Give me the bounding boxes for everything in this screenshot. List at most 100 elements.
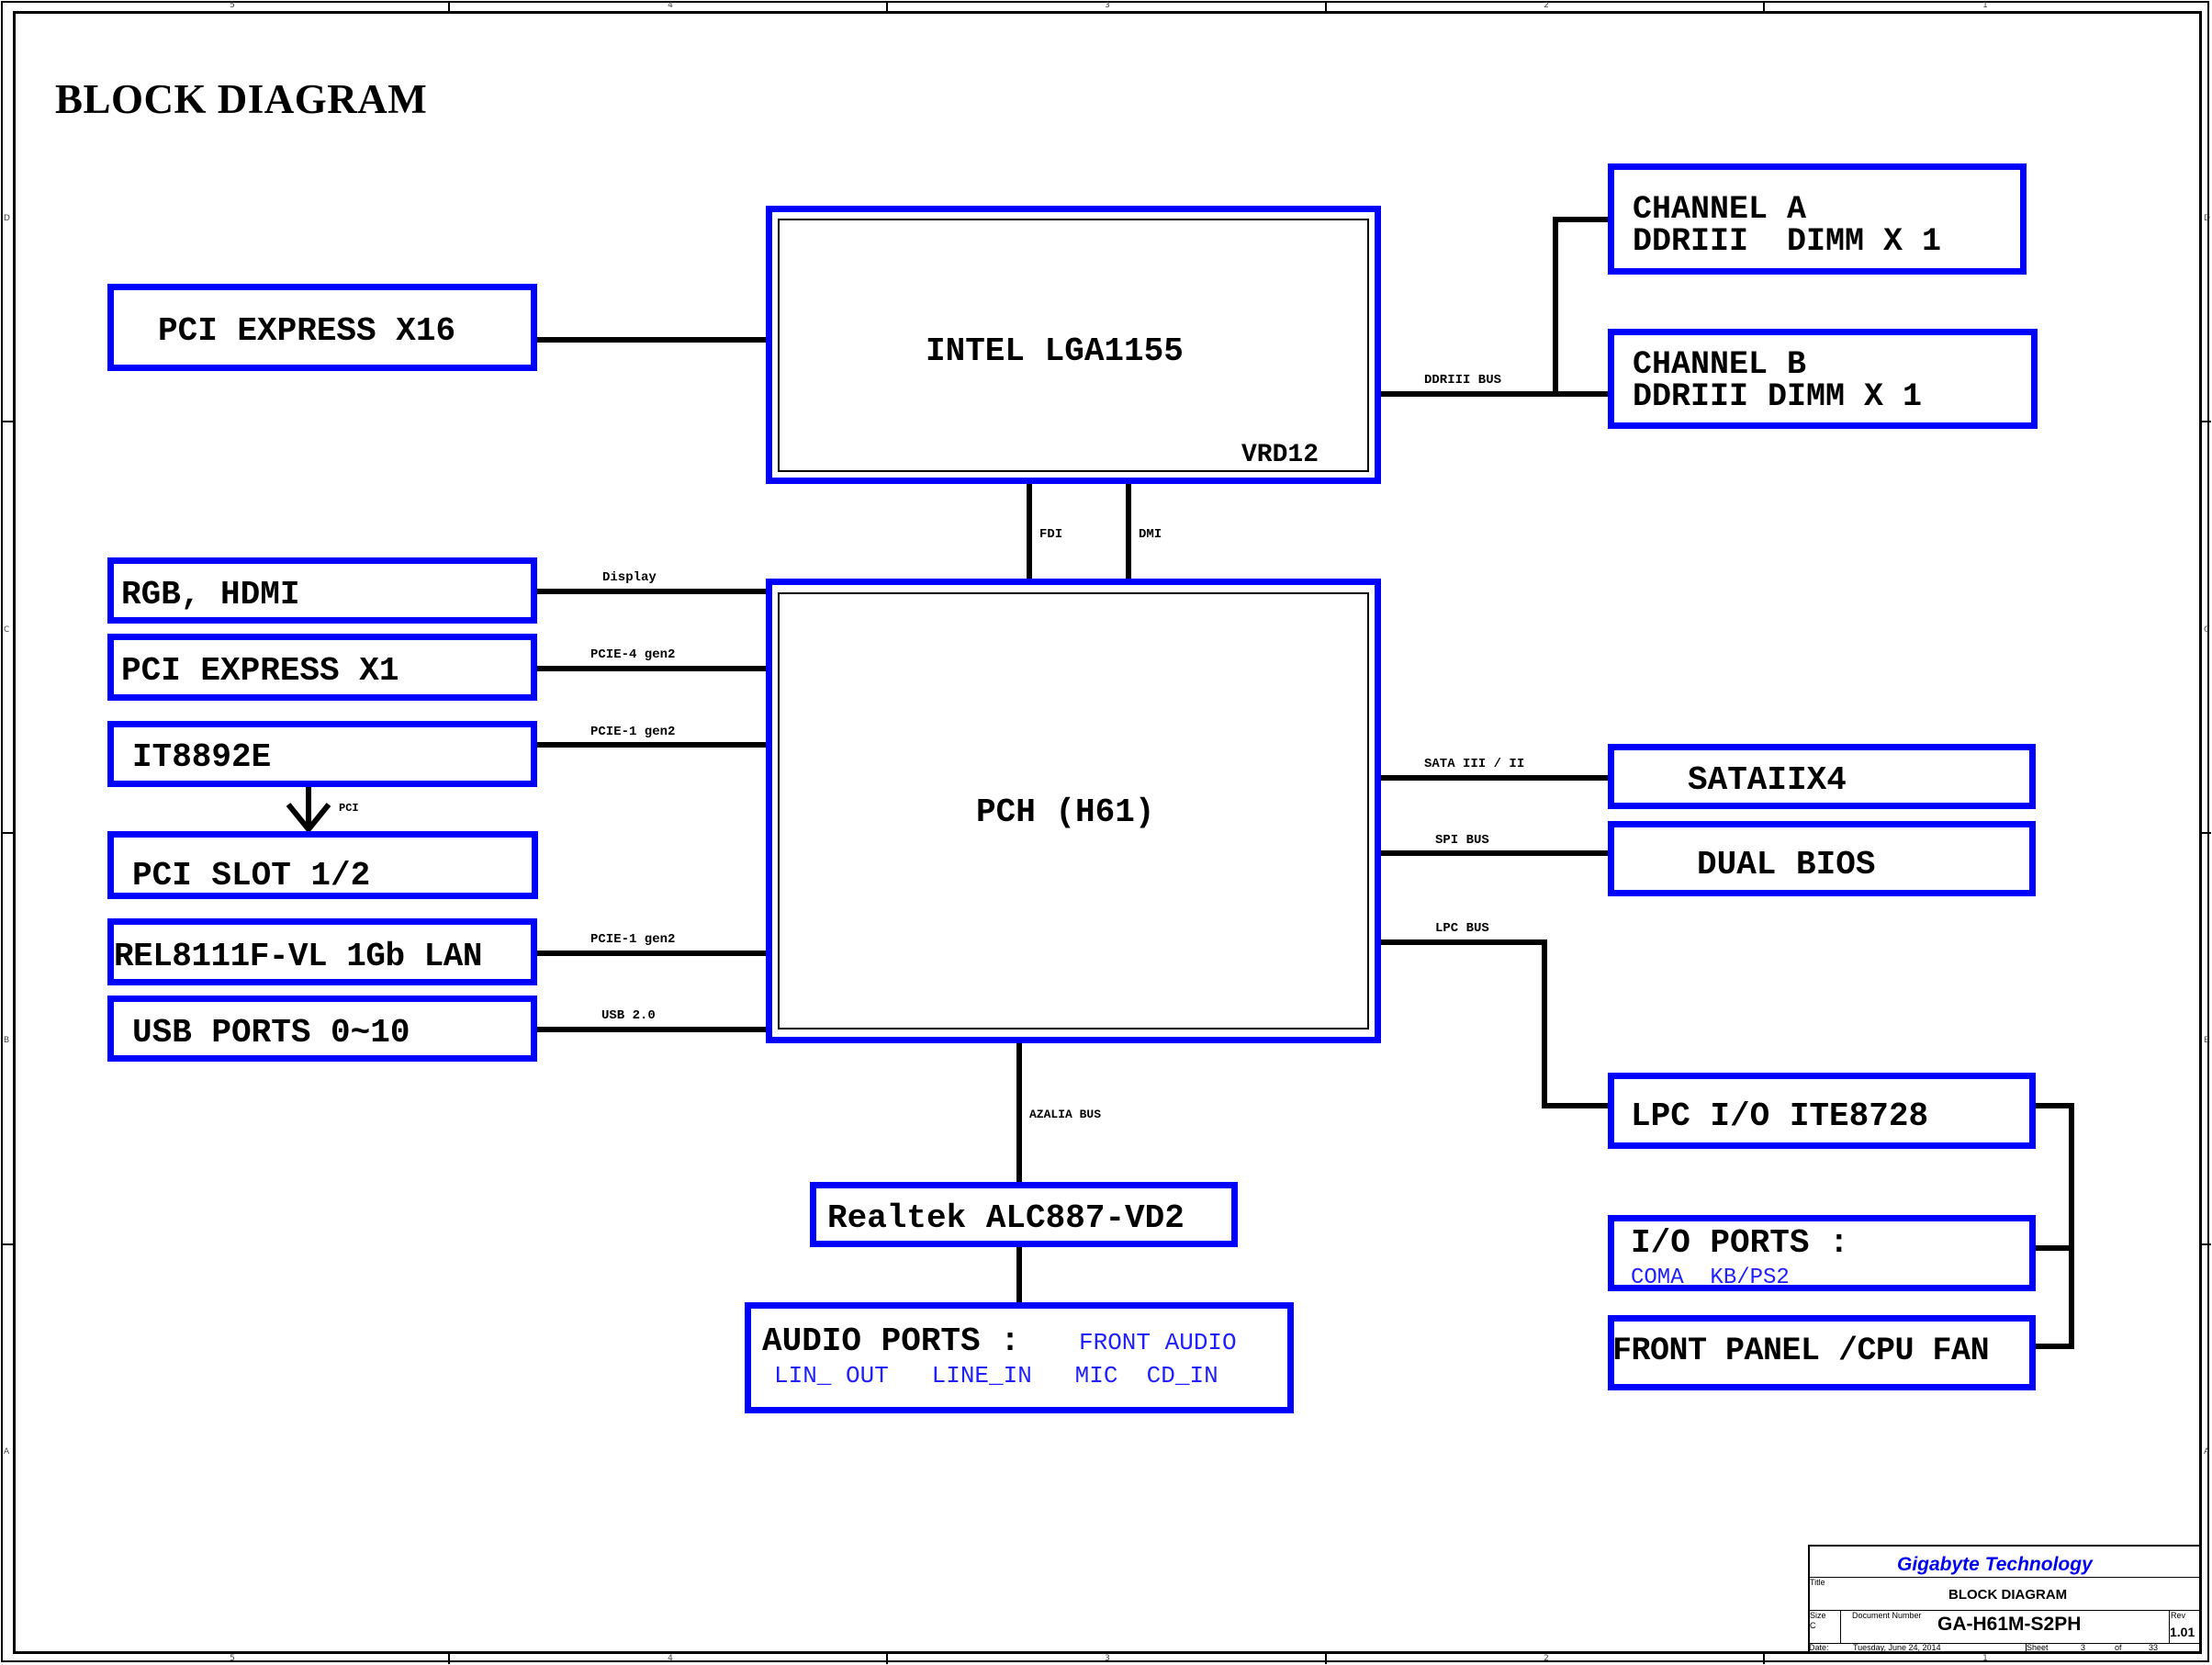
ruler-divider [886, 1, 888, 12]
wire-pcie4 [537, 666, 767, 671]
ruler-col-label: 3 [1105, 1654, 1110, 1663]
block-bios[interactable]: DUAL BIOS [1608, 821, 2036, 896]
block-usb[interactable]: USB PORTS 0~10 [107, 996, 537, 1062]
ruler-col-label: 4 [668, 1654, 673, 1663]
wire-display [537, 589, 767, 594]
title-label: Title [1810, 1578, 1825, 1587]
block-pci-slot[interactable]: PCI SLOT 1/2 [107, 831, 538, 899]
ruler-divider [1, 832, 14, 834]
block-audio-ports[interactable]: AUDIO PORTS : FRONT AUDIO LIN_ OUT LINE_… [745, 1302, 1294, 1413]
ruler-row-label: B [4, 1036, 10, 1045]
bus-label-azalia: AZALIA BUS [1029, 1108, 1102, 1121]
block-label: I/O PORTS : [1631, 1224, 1849, 1262]
block-pcie-x1[interactable]: PCI EXPRESS X1 [107, 634, 537, 701]
wire-lpc-to-io [1542, 1103, 1609, 1108]
bus-label-usb: USB 2.0 [601, 1008, 656, 1023]
title-block-divider [2026, 1643, 2027, 1653]
sheet-number: 3 [2081, 1643, 2086, 1652]
wire-spi [1381, 850, 1609, 856]
block-label: PCH (H61) [976, 793, 1155, 831]
title-block-divider [1808, 1643, 2201, 1644]
title-block [1808, 1545, 2201, 1653]
block-channel-a[interactable]: CHANNEL A DDRIII DIMM X 1 [1608, 163, 2027, 275]
block-pcie-x16[interactable]: PCI EXPRESS X16 [107, 284, 537, 371]
bus-label-dmi: DMI [1139, 527, 1162, 542]
bus-label-pcie1-bridge: PCIE-1 gen2 [590, 725, 676, 739]
wire-sio-frontpanel [2036, 1344, 2074, 1349]
sheet-label: Sheet [2027, 1643, 2049, 1652]
block-label: PCI SLOT 1/2 [132, 857, 371, 894]
wire-azalia [1016, 1042, 1022, 1183]
ruler-divider [2201, 832, 2211, 834]
block-label: LPC I/O ITE8728 [1631, 1097, 1929, 1135]
block-lan[interactable]: REL8111F-VL 1Gb LAN [107, 918, 537, 985]
block-label: CHANNEL B [1633, 346, 1807, 383]
block-sublabel: FRONT AUDIO [1079, 1329, 1237, 1356]
size-value: C [1810, 1621, 1816, 1630]
wire-usb [537, 1027, 767, 1032]
bus-label-spi: SPI BUS [1435, 833, 1489, 848]
ruler-divider [448, 1, 450, 12]
block-pch[interactable]: PCH (H61) [766, 579, 1381, 1043]
block-label: CHANNEL A [1633, 191, 1807, 228]
bus-label-pcie4: PCIE-4 gen2 [590, 647, 676, 662]
block-channel-b[interactable]: CHANNEL B DDRIII DIMM X 1 [1608, 329, 2038, 429]
ruler-row-label: D [4, 214, 10, 223]
docnum-label: Document Number [1852, 1611, 1922, 1620]
ruler-divider [448, 1653, 450, 1664]
wire-sio-out [2036, 1103, 2074, 1108]
block-label: REL8111F-VL 1Gb LAN [114, 938, 482, 975]
wire-ddr-channel-a [1553, 217, 1609, 222]
ruler-divider [1, 421, 14, 422]
wire-sata [1381, 775, 1609, 781]
wire-pcie1-lan [537, 951, 767, 956]
block-label: FRONT PANEL /CPU FAN [1612, 1333, 1990, 1369]
wire-sio-ioports [2036, 1245, 2074, 1251]
bus-label-ddr: DDRIII BUS [1424, 373, 1502, 388]
wire-lpc-riser [1542, 939, 1547, 1108]
block-sublabel: LIN_ OUT LINE_IN MIC CD_IN [774, 1362, 1218, 1389]
block-cpu-inner [778, 219, 1369, 472]
block-label: AUDIO PORTS : [762, 1322, 1020, 1360]
block-rgb-hdmi[interactable]: RGB, HDMI [107, 557, 537, 624]
ruler-divider [1763, 1, 1765, 12]
block-sata[interactable]: SATAIIX4 [1608, 744, 2036, 809]
block-io-ports[interactable]: I/O PORTS : COMA KB/PS2 [1608, 1215, 2036, 1291]
company-name: Gigabyte Technology [1897, 1554, 2093, 1575]
block-label: DDRIII DIMM X 1 [1633, 378, 1923, 415]
of-label: of [2115, 1643, 2122, 1652]
title-block-divider [2169, 1610, 2170, 1643]
block-label: Realtek ALC887-VD2 [827, 1199, 1185, 1237]
bus-label-pci: PCI [339, 802, 359, 815]
ruler-divider [2201, 1243, 2211, 1245]
block-label: DDRIII DIMM X 1 [1633, 223, 1942, 260]
block-it8892e[interactable]: IT8892E [107, 721, 537, 787]
ruler-col-label: 3 [1105, 1, 1110, 10]
block-label: PCI EXPRESS X16 [158, 312, 456, 350]
wire-sio-riser [2069, 1103, 2074, 1349]
title-block-divider [1840, 1610, 1841, 1643]
block-label: INTEL LGA1155 [926, 332, 1184, 370]
ruler-row-label: C [4, 625, 10, 635]
ruler-col-label: 1 [1982, 1, 1988, 10]
wire-dmi [1126, 484, 1131, 579]
block-label: IT8892E [132, 738, 272, 776]
wire-pcie-x16 [537, 337, 767, 343]
ruler-divider [1325, 1653, 1327, 1664]
size-label: Size [1810, 1611, 1826, 1620]
block-codec[interactable]: Realtek ALC887-VD2 [810, 1182, 1238, 1247]
ruler-col-label: 1 [1982, 1654, 1988, 1663]
wire-ddr-riser [1553, 217, 1558, 397]
block-lpc-io[interactable]: LPC I/O ITE8728 [1608, 1073, 2036, 1149]
block-front-panel[interactable]: FRONT PANEL /CPU FAN [1608, 1315, 2036, 1390]
block-label: USB PORTS 0~10 [132, 1014, 410, 1052]
ruler-row-label: C [2204, 625, 2210, 635]
block-cpu[interactable]: INTEL LGA1155 VRD12 [766, 206, 1381, 484]
bus-label-fdi: FDI [1039, 527, 1063, 542]
ruler-divider [1763, 1653, 1765, 1664]
wire-pcie1-bridge [537, 742, 767, 748]
ruler-divider [886, 1653, 888, 1664]
wire-ddr-bus [1381, 391, 1609, 397]
bus-label-pcie1-lan: PCIE-1 gen2 [590, 932, 676, 947]
block-label: SATAIIX4 [1688, 761, 1847, 799]
